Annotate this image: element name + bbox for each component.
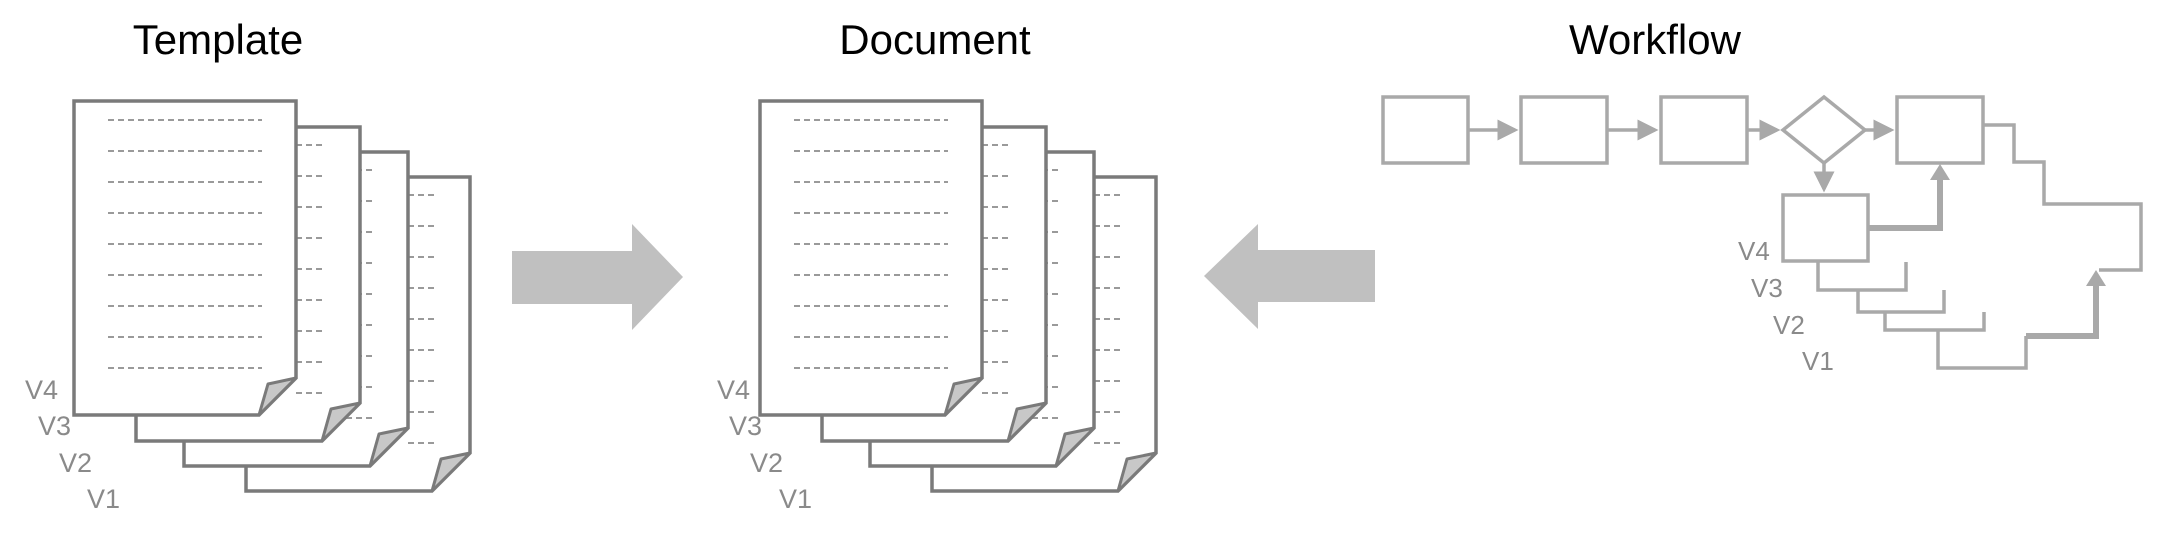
template-title: Template bbox=[133, 16, 303, 63]
template-version-v1: V1 bbox=[87, 484, 120, 514]
workflow-step-4 bbox=[1895, 95, 1985, 165]
workflow-step-1 bbox=[1381, 95, 1470, 165]
workflow-diagram bbox=[1381, 94, 2143, 370]
workflow-step-3 bbox=[1659, 95, 1749, 165]
workflow-step-2 bbox=[1519, 95, 1609, 165]
workflow-version-v1: V1 bbox=[1802, 346, 1834, 376]
document-page-v4 bbox=[758, 99, 984, 417]
document-version-v1: V1 bbox=[779, 484, 812, 514]
template-page-v4 bbox=[72, 99, 298, 417]
workflow-version-v4: V4 bbox=[1738, 236, 1770, 266]
document-version-v3: V3 bbox=[729, 411, 762, 441]
workflow-decision bbox=[1780, 94, 1868, 166]
template-version-v3: V3 bbox=[38, 411, 71, 441]
workflow-connector bbox=[1868, 176, 1943, 231]
workflow-version-v3: V3 bbox=[1751, 273, 1783, 303]
left-arrow bbox=[1204, 224, 1375, 329]
template-version-v2: V2 bbox=[59, 448, 92, 478]
document-version-v2: V2 bbox=[750, 448, 783, 478]
workflow-title: Workflow bbox=[1569, 16, 1742, 63]
workflow-version-v2: V2 bbox=[1773, 310, 1805, 340]
workflow-version-outlines bbox=[1816, 123, 2143, 370]
template-page-stack bbox=[72, 99, 472, 493]
document-page-stack bbox=[758, 99, 1158, 493]
document-title: Document bbox=[839, 16, 1031, 63]
workflow-step-branch bbox=[1781, 193, 1870, 263]
right-arrow bbox=[512, 224, 683, 330]
template-version-v4: V4 bbox=[25, 375, 58, 405]
document-version-v4: V4 bbox=[717, 375, 750, 405]
